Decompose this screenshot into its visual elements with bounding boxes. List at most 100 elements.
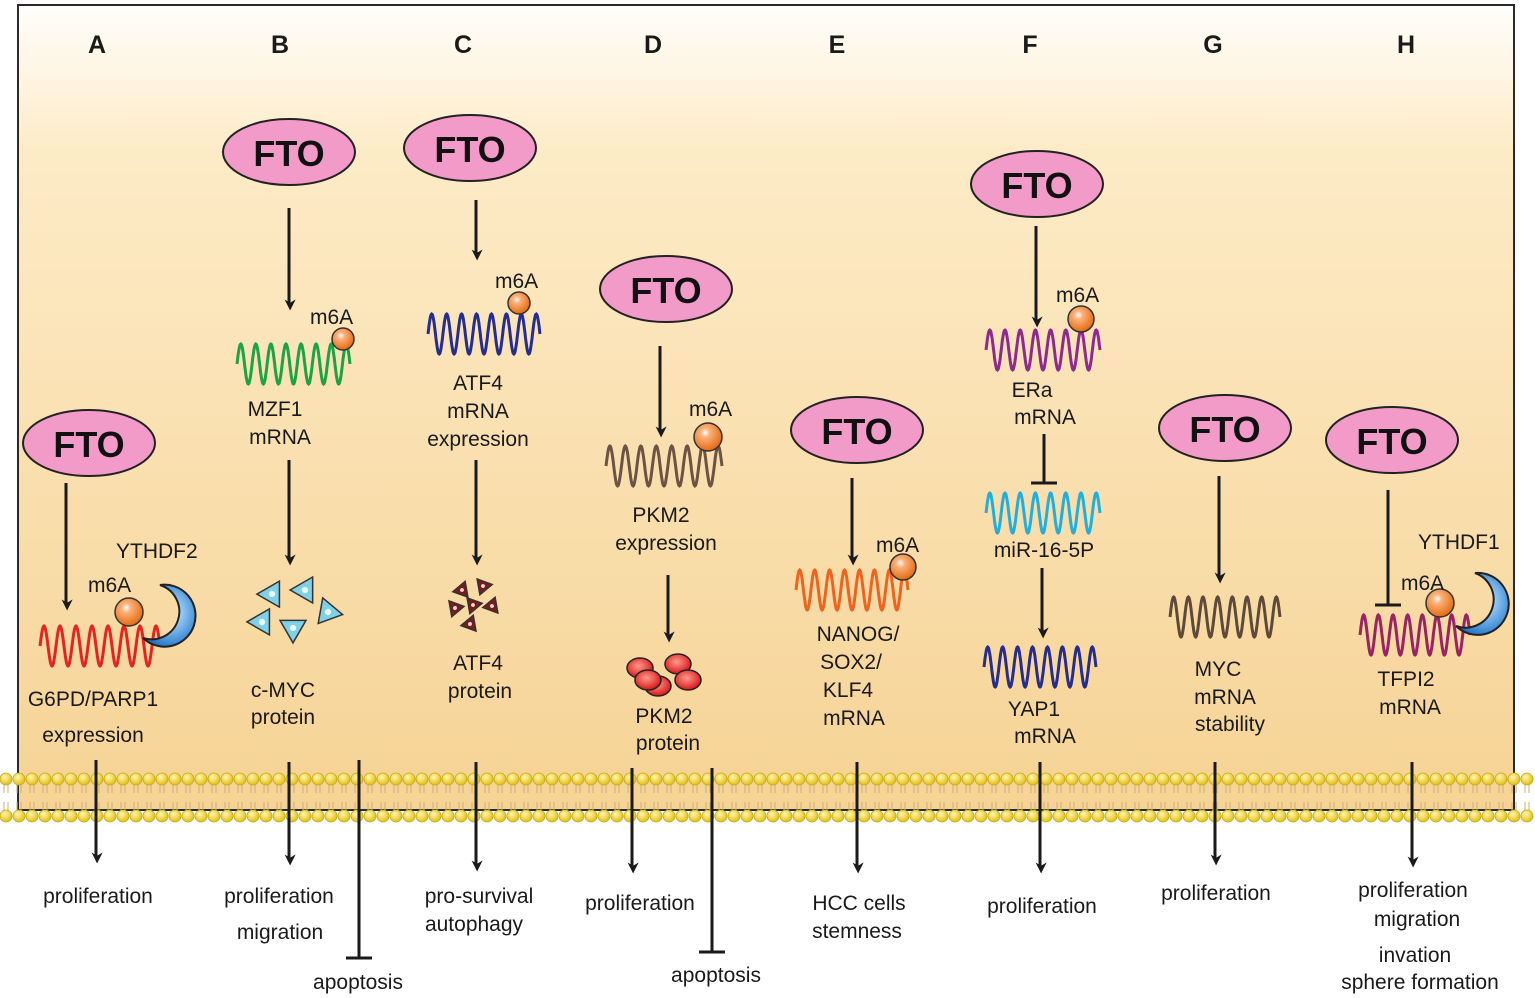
h-rna-line2: mRNA <box>1379 696 1441 719</box>
svg-text:FTO: FTO <box>630 270 701 311</box>
panel-letter-g: G <box>1203 31 1222 59</box>
f-target-line2: mRNA <box>1014 725 1076 748</box>
panel-letter-c: C <box>454 31 472 59</box>
pkm2-protein-5 <box>634 669 662 691</box>
proteins <box>245 575 702 697</box>
c-myc-protein-2 <box>288 575 314 605</box>
inhibit-b-apoptosis <box>346 760 372 960</box>
c-myc-protein-1 <box>255 579 281 609</box>
m6a-label-c: m6A <box>495 270 538 293</box>
reader-label-h: YTHDF1 <box>1418 531 1500 554</box>
c-outcome-line2: autophagy <box>425 913 524 936</box>
membrane-inner-leaflet <box>0 802 1534 823</box>
panel-letter-a: A <box>88 31 106 59</box>
h-outcome-line3: invation <box>1379 944 1451 967</box>
c-myc-protein-3 <box>245 607 271 637</box>
inhibit-f-mir <box>1031 434 1057 485</box>
e-rna-line3: KLF4 <box>823 679 874 702</box>
d-protein-line2: protein <box>636 732 700 755</box>
m6a-label-e: m6A <box>876 534 919 557</box>
cell-membrane <box>0 772 1534 823</box>
a-outcome-line1: proliferation <box>43 885 153 908</box>
reader-label-a: YTHDF2 <box>116 540 198 563</box>
f-mirna: miR-16-5P <box>994 539 1094 562</box>
inhibit-h-tfpi2 <box>1375 490 1401 607</box>
fto-f: FTO <box>970 150 1104 218</box>
panel-letter-f: F <box>1022 31 1037 59</box>
m6a-label-f: m6A <box>1056 284 1099 307</box>
labels: m6A m6A m6A m6A m6A m6A m6A YTHDF2 YTHDF… <box>28 270 1500 994</box>
e-rna-line2: SOX2/ <box>820 651 882 674</box>
svg-text:FTO: FTO <box>253 133 324 174</box>
reader-ythdf1-shape <box>1455 571 1510 636</box>
b-protein-line1: c-MYC <box>251 679 315 702</box>
d-inhibited: apoptosis <box>671 964 761 987</box>
h-outcome-line4: sphere formation <box>1341 971 1499 994</box>
b-rna-line1: MZF1 <box>248 398 303 421</box>
cell-background <box>17 4 1515 811</box>
e-outcome-line1: HCC cells <box>812 892 905 915</box>
a-rna-line2: expression <box>42 724 144 747</box>
fto-a: FTO <box>22 409 156 477</box>
m6a-label-d: m6A <box>689 398 732 421</box>
c-protein-line2: protein <box>448 680 512 703</box>
b-inhibited: apoptosis <box>313 971 403 994</box>
d-outcome-line1: proliferation <box>585 892 695 915</box>
b-protein-line2: protein <box>251 706 315 729</box>
arrows <box>61 200 1419 874</box>
e-rna-line4: mRNA <box>823 707 885 730</box>
pkm2-protein-4 <box>674 669 702 691</box>
c-myc-protein-4 <box>278 619 308 645</box>
m6a-dot-e <box>889 553 917 581</box>
panel-letter-b: B <box>271 31 289 59</box>
f-outcome-line1: proliferation <box>987 895 1097 918</box>
m6a-dot-f <box>1067 305 1095 333</box>
atf4-protein-2 <box>476 577 494 597</box>
atf4-protein-1 <box>451 579 469 599</box>
m6a-dot-c <box>507 291 531 315</box>
m6a-markers <box>114 291 1455 627</box>
rna-wave-b <box>235 341 352 387</box>
c-rna-line3: expression <box>427 428 529 451</box>
h-rna-line1: TFPI2 <box>1377 668 1434 691</box>
f-rna-line2: mRNA <box>1014 406 1076 429</box>
fto-b: FTO <box>222 118 356 186</box>
svg-text:FTO: FTO <box>1356 421 1427 462</box>
d-rna-line1: PKM2 <box>632 504 689 527</box>
panel-letter-h: H <box>1397 31 1415 59</box>
e-outcome-line2: stemness <box>812 920 902 943</box>
e-rna-line1: NANOG/ <box>817 623 900 646</box>
b-outcome-line2: migration <box>237 921 323 944</box>
c-outcome-line1: pro-survival <box>425 885 534 908</box>
fto-c: FTO <box>403 114 537 182</box>
svg-text:FTO: FTO <box>434 129 505 170</box>
svg-text:FTO: FTO <box>821 411 892 452</box>
atf4-protein-4 <box>466 596 484 616</box>
fto-ellipses: FTO FTO FTO FTO FTO FTO FTO FTO <box>22 114 1459 477</box>
g-rna-line1: MYC <box>1195 658 1242 681</box>
rna-wave-f-yap1 <box>982 644 1098 690</box>
a-rna-line1: G6PD/PARP1 <box>28 688 158 711</box>
atf4-protein-3 <box>448 599 466 619</box>
svg-text:FTO: FTO <box>1189 409 1260 450</box>
h-outcome-line1: proliferation <box>1358 879 1468 902</box>
m6a-label-h: m6A <box>1401 572 1444 595</box>
g-rna-line3: stability <box>1195 713 1266 736</box>
fto-g: FTO <box>1158 394 1292 462</box>
inhibitions <box>346 434 1401 960</box>
f-target-line1: YAP1 <box>1008 698 1060 721</box>
m6a-dot-a <box>114 597 144 627</box>
fto-e: FTO <box>790 396 924 464</box>
membrane-outer-leaflet <box>0 772 1534 793</box>
c-protein-line1: ATF4 <box>453 652 503 675</box>
m6a-label-a: m6A <box>88 574 131 597</box>
panel-letter-e: E <box>829 31 846 59</box>
fto-d: FTO <box>599 255 733 323</box>
d-protein-line1: PKM2 <box>635 705 692 728</box>
svg-text:FTO: FTO <box>53 424 124 465</box>
fto-h: FTO <box>1325 406 1459 474</box>
c-myc-protein-5 <box>317 596 345 625</box>
atf4-protein-6 <box>459 613 477 633</box>
panel-letters: A B C D E F G H <box>88 31 1415 59</box>
h-outcome-line2: migration <box>1374 908 1460 931</box>
